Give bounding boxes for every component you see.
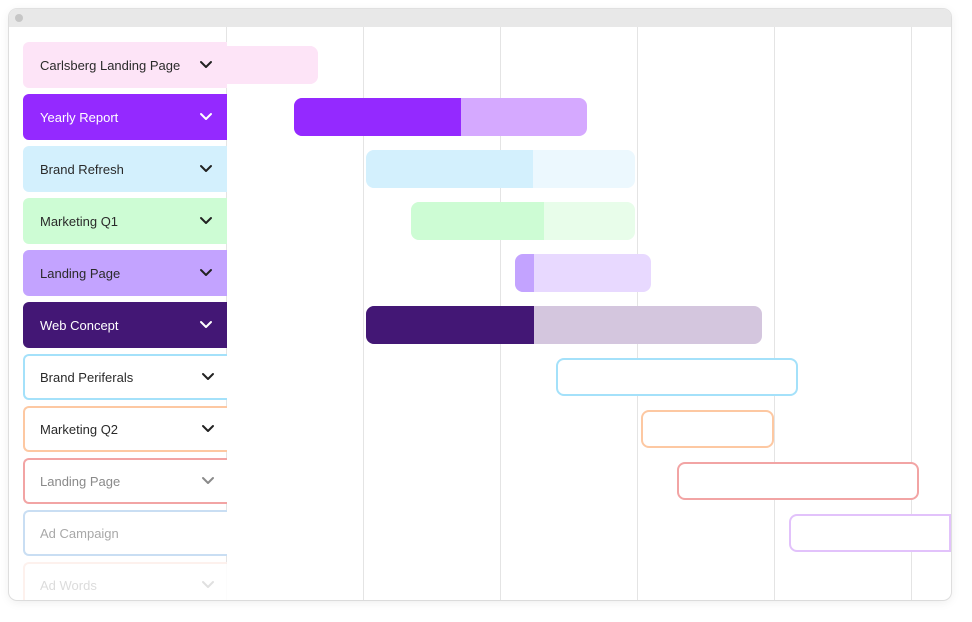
task-row-label[interactable]: Marketing Q2 [23,406,227,452]
timeline-bar[interactable] [789,514,951,552]
timeline-bar[interactable] [411,202,635,240]
timeline-bar[interactable] [227,46,318,84]
chevron-down-icon[interactable] [201,422,215,432]
task-row-label[interactable]: Marketing Q1 [23,198,227,244]
timeline-bar[interactable] [515,254,651,292]
chevron-down-icon[interactable] [199,266,213,276]
timeline-bar-progress [515,254,534,292]
timeline-gridline [911,27,912,600]
chevron-down-icon[interactable] [201,578,215,588]
timeline-bar-progress [227,46,318,84]
task-row-label[interactable]: Ad Words [23,562,227,600]
task-row-label[interactable]: Ad Campaign [23,510,227,556]
chevron-down-icon[interactable] [201,370,215,380]
chevron-down-icon[interactable] [201,474,215,484]
task-row-label[interactable]: Yearly Report [23,94,227,140]
task-name: Brand Periferals [40,369,134,385]
chevron-down-icon[interactable] [199,318,213,328]
timeline-bar-progress [366,150,533,188]
window-control-dot[interactable] [15,14,23,22]
task-row-label[interactable]: Brand Periferals [23,354,227,400]
task-name: Landing Page [40,265,121,281]
timeline-bar[interactable] [641,410,774,448]
task-name: Landing Page [40,473,121,489]
timeline-bar[interactable] [366,306,762,344]
task-row-label[interactable]: Carlsberg Landing Page [23,42,227,88]
title-bar [9,9,951,27]
chevron-down-icon[interactable] [199,58,213,68]
chevron-down-icon[interactable] [199,214,213,224]
task-name: Ad Campaign [40,525,119,541]
task-row-label[interactable]: Landing Page [23,458,227,504]
task-row-label[interactable]: Web Concept [23,302,227,348]
chevron-down-icon[interactable] [199,110,213,120]
chevron-down-icon[interactable] [199,162,213,172]
task-row-label[interactable]: Landing Page [23,250,227,296]
task-row-label[interactable]: Brand Refresh [23,146,227,192]
task-name: Marketing Q2 [40,421,119,437]
timeline-bar-progress [294,98,461,136]
task-name: Yearly Report [40,109,119,125]
timeline-bar[interactable] [294,98,587,136]
timeline-gridline [363,27,364,600]
timeline-bar[interactable] [366,150,635,188]
timeline-bar-progress [366,306,534,344]
timeline-bar[interactable] [556,358,798,396]
task-name: Ad Words [40,577,97,593]
task-name: Carlsberg Landing Page [40,57,181,73]
timeline-bar[interactable] [677,462,919,500]
timeline-bar-progress [411,202,544,240]
task-name: Brand Refresh [40,161,124,177]
task-name: Marketing Q1 [40,213,119,229]
timeline-gridline [774,27,775,600]
task-name: Web Concept [40,317,119,333]
